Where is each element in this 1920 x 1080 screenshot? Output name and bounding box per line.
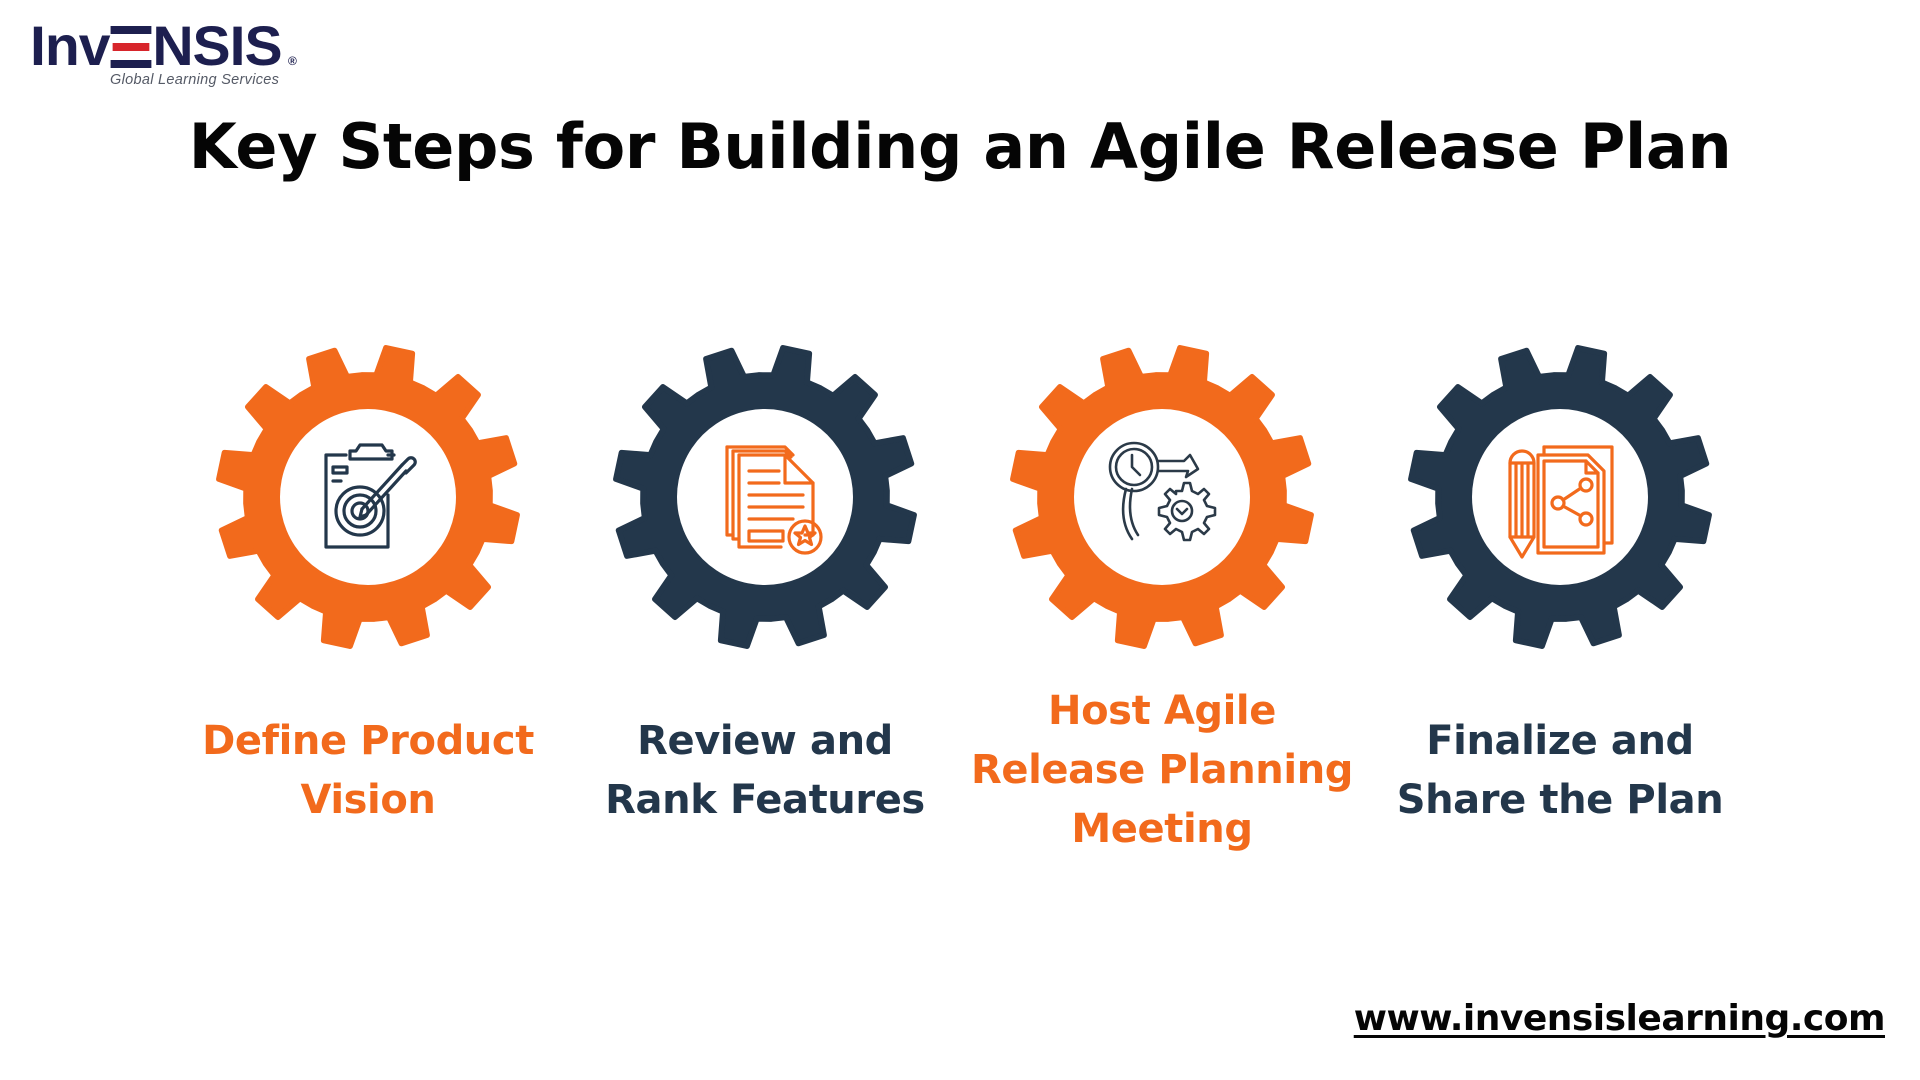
clock-gear-cycle-icon xyxy=(1108,441,1217,542)
step-label-line: Meeting xyxy=(1071,806,1253,852)
step-label-line: Release Planning xyxy=(970,747,1354,793)
step-label-line: Vision xyxy=(300,777,436,823)
gear-orange xyxy=(208,342,528,652)
step-label-line: Finalize and xyxy=(1426,718,1694,764)
step-label-line: Define Product xyxy=(202,718,534,764)
step-label: Review and Rank Features xyxy=(565,712,965,830)
documents-star-icon xyxy=(725,445,823,555)
pencil-document-share-icon xyxy=(1508,445,1614,559)
website-link[interactable]: www.invensislearning.com xyxy=(1353,998,1886,1039)
logo-prefix: Inv xyxy=(30,14,110,77)
step-label-line: Host Agile xyxy=(1048,688,1276,734)
step-label-line: Rank Features xyxy=(605,777,925,823)
logo-e-bars-icon xyxy=(110,26,152,68)
step-label-line: Review and xyxy=(637,718,893,764)
step-define-product-vision: Define Product Vision xyxy=(202,342,534,823)
logo-tagline: Global Learning Services xyxy=(110,72,280,88)
gear-navy xyxy=(1400,342,1720,652)
step-finalize-share-plan: Finalize and Share the Plan xyxy=(1397,342,1724,823)
step-label-line: Share the Plan xyxy=(1396,777,1724,823)
step-label: Define Product Vision xyxy=(168,712,568,830)
logo-suffix: NSIS xyxy=(152,14,282,77)
step-host-release-planning-meeting: Host Agile Release Planning Meeting xyxy=(971,342,1353,852)
gear-navy xyxy=(605,342,925,652)
step-label: Finalize and Share the Plan xyxy=(1360,712,1760,830)
clipboard-target-pencil-icon xyxy=(324,443,417,549)
registered-mark: ® xyxy=(288,54,297,68)
step-label: Host Agile Release Planning Meeting xyxy=(962,682,1362,859)
gear-orange xyxy=(1002,342,1322,652)
page-title: Key Steps for Building an Agile Release … xyxy=(188,110,1732,183)
step-review-rank-features: Review and Rank Features xyxy=(605,342,925,823)
